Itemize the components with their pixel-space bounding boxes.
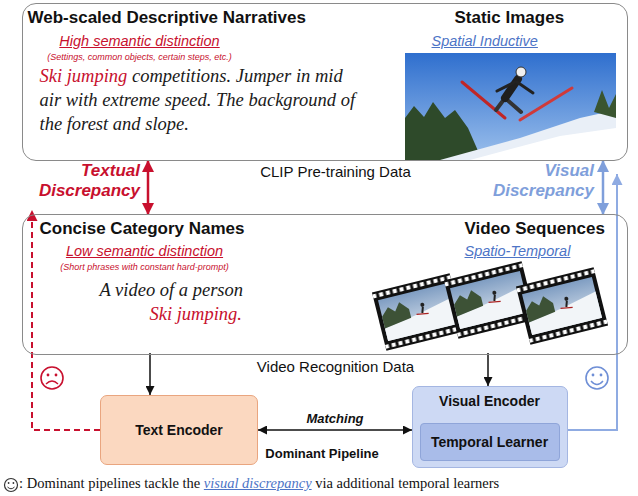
text-block: Visual Encoder xyxy=(412,393,568,409)
node-text: (Settings, common objects, certain steps… xyxy=(47,52,232,62)
happy-face xyxy=(586,367,608,389)
connector xyxy=(258,429,412,431)
text-block: Static Images xyxy=(455,8,565,28)
sad-face xyxy=(41,367,63,389)
video-section: Video SequencesSpatio-Temporal xyxy=(372,215,627,353)
node-text: Visual Encoder xyxy=(439,393,540,409)
node-text: Spatial Inductive xyxy=(432,33,538,49)
text-block: Ski jumpingcompetitions. Jumper in mid a… xyxy=(40,64,358,136)
text-section: Web-scaled Descriptive NarrativesHigh se… xyxy=(23,4,396,160)
footer-smiley xyxy=(5,479,18,492)
text-block: Video Sequences xyxy=(465,219,605,239)
helmet xyxy=(516,67,526,77)
text-block: Video Recognition Data xyxy=(226,358,446,375)
node-text: Concise Category Names xyxy=(40,219,245,238)
footnote-text: visual discrepancy xyxy=(204,475,312,491)
sky xyxy=(405,53,616,160)
text-block: A video of a person xyxy=(100,278,244,302)
mouth xyxy=(8,487,15,489)
node-text: Web-scaled Descriptive Narratives xyxy=(28,8,306,27)
footnote-text: : Dominant pipelines tackle the xyxy=(19,475,200,491)
node-text: High semantic distinction xyxy=(59,33,219,49)
text-block: Spatio-Temporal xyxy=(465,243,571,259)
edge-label: Textual Discrepancy xyxy=(22,161,140,201)
snow xyxy=(470,128,616,160)
mouth xyxy=(591,381,603,385)
skier-photo xyxy=(405,53,616,160)
connector xyxy=(487,353,489,386)
eye xyxy=(55,374,58,377)
face xyxy=(41,367,63,389)
node-text: Ski jumping xyxy=(40,66,128,86)
node-text: A video of a person xyxy=(100,280,244,300)
node-text: Static Images xyxy=(455,8,565,27)
image-section: Static ImagesSpatial Inductive xyxy=(397,4,627,160)
text-block: Temporal Learner xyxy=(431,434,548,450)
node-text: Temporal Learner xyxy=(431,434,548,450)
feedback-arrow xyxy=(568,174,617,430)
trees xyxy=(405,102,482,160)
edge-label: Matching xyxy=(275,411,395,427)
node-text: CLIP Pre-training Data xyxy=(260,163,411,180)
connector xyxy=(602,160,605,215)
data-panel: Web-scaled Descriptive NarrativesHigh se… xyxy=(22,3,628,161)
text-block: High semantic distinction xyxy=(50,33,230,49)
eye xyxy=(600,374,603,377)
eye xyxy=(13,482,15,484)
text-section: Concise Category NamesLow semantic disti… xyxy=(23,215,371,353)
data-panel: Concise Category NamesLow semantic disti… xyxy=(22,214,628,355)
eye xyxy=(47,374,50,377)
text-block: Text Encoder xyxy=(135,422,223,438)
text-block: Spatial Inductive xyxy=(432,33,538,49)
connector xyxy=(149,353,151,395)
slope xyxy=(440,110,616,160)
text-block: CLIP Pre-training Data xyxy=(226,163,446,180)
edge-label: Visual Discrepancy xyxy=(476,161,594,201)
film-strips xyxy=(372,261,608,351)
node-text: Low semantic distinction xyxy=(66,243,223,259)
face xyxy=(586,367,608,389)
encoder-box: Temporal Learner Visual Encoder xyxy=(412,386,568,468)
footnote: : Dominant pipelines tackle thevisual di… xyxy=(19,475,499,492)
arm xyxy=(497,82,515,91)
text-block: (Short phrases with constant hard-prompt… xyxy=(30,262,260,272)
film-frame xyxy=(516,267,608,345)
ski xyxy=(462,82,505,118)
eye xyxy=(8,482,10,484)
connector xyxy=(147,160,150,215)
node-text: Video Recognition Data xyxy=(257,358,414,375)
arm xyxy=(517,82,533,93)
mouth xyxy=(46,381,58,384)
text-block: Web-scaled Descriptive Narratives xyxy=(28,8,306,28)
node-text: Video Sequences xyxy=(465,219,605,238)
text-block: (Settings, common objects, certain steps… xyxy=(25,52,255,62)
node-text: Spatio-Temporal xyxy=(465,243,571,259)
footnote-text: via additional temporal learners xyxy=(315,475,499,491)
face xyxy=(5,479,18,492)
ski xyxy=(520,88,572,120)
module-box: Temporal Learner xyxy=(420,423,560,461)
text-block: Concise Category Names xyxy=(40,219,245,239)
text-block: Ski jumping. xyxy=(150,302,243,326)
eye xyxy=(592,374,595,377)
node-text: (Short phrases with constant hard-prompt… xyxy=(60,262,229,272)
trees xyxy=(594,90,616,118)
node-text: Text Encoder xyxy=(135,422,223,438)
text-block: Low semantic distinction xyxy=(45,243,245,259)
node-text: Ski jumping. xyxy=(150,304,243,324)
encoder-box: Text Encoder xyxy=(100,395,258,465)
pipeline-label: Dominant Pipeline xyxy=(247,446,397,461)
